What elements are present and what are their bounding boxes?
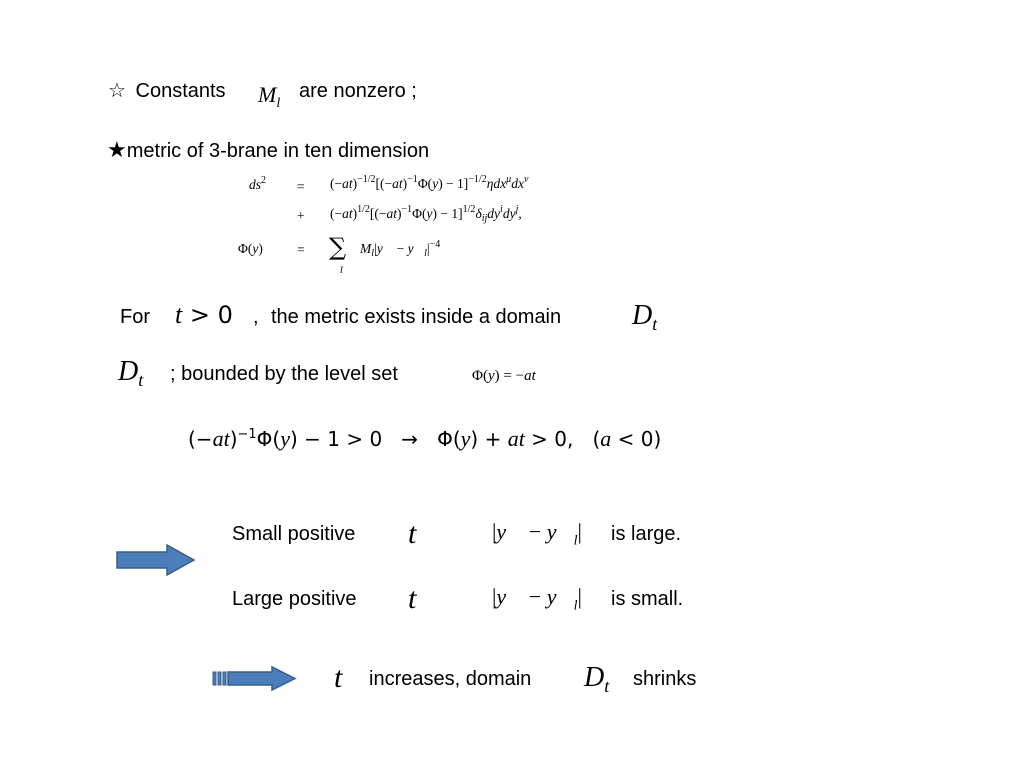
domain-text: the metric exists inside a domain: [271, 306, 562, 328]
eq3-rhs: Ml|y⃗ − y⃗l|−4: [360, 239, 441, 259]
symbol-M: M: [258, 82, 277, 107]
eq1-lhs-sup: 2: [261, 175, 267, 186]
domain-letter: D: [632, 300, 653, 331]
shrinks-text: shrinks: [633, 668, 697, 690]
increases-text: increases, domain: [369, 668, 532, 690]
var-t-large: t: [408, 582, 417, 615]
condition-t-gt-0: t > 0: [175, 300, 233, 329]
domain-letter: D: [584, 662, 605, 693]
var-t-conclusion: t: [334, 661, 343, 694]
is-large-text: is large.: [611, 523, 682, 545]
sum-index-text: l: [340, 265, 343, 276]
domain-D-t-3: Dt: [584, 662, 610, 696]
eq1-lhs-text: ds: [249, 177, 262, 192]
bounded-text: ; bounded by the level set: [170, 363, 398, 385]
constants-label: Constants: [135, 80, 226, 102]
domain-letter: D: [118, 356, 139, 387]
distance-expr-2: |y⃗ − y⃗l|: [492, 584, 582, 614]
eq1-op: =: [297, 179, 305, 194]
domain-sub: t: [604, 676, 610, 696]
symbol-M-l: Ml: [258, 84, 280, 111]
large-positive-label: Large positive: [232, 588, 357, 610]
sum-index: l: [340, 266, 343, 276]
filled-star-icon: ★: [107, 137, 127, 162]
nonzero-label: are nonzero ;: [299, 80, 417, 102]
symbol-sub-l: l: [276, 96, 281, 111]
distance-expr-1: |y⃗ − y⃗l|: [492, 519, 582, 549]
domain-D-t-2: Dt: [118, 356, 144, 390]
striped-right-arrow-icon: [212, 665, 297, 692]
inequality-line: (−at)−1Φ(y) − 1 > 0 → Φ(y) + at > 0, (a …: [188, 426, 662, 451]
eq2-rhs: (−at)1/2[(−at)−1Φ(y) − 1]1/2δijdyidyj,: [330, 204, 522, 224]
small-positive-label: Small positive: [232, 523, 356, 545]
eq3-op: =: [297, 242, 305, 257]
right-arrow-icon: [116, 543, 196, 577]
eq1-lhs: ds2: [249, 175, 267, 192]
metric-title-text: metric of 3-brane in ten dimension: [126, 140, 430, 162]
is-small-text: is small.: [611, 588, 684, 610]
line-metric-title: ★metric of 3-brane in ten dimension: [107, 137, 430, 162]
var-t-small: t: [408, 517, 417, 550]
eq3-lhs: Φ(y): [238, 241, 263, 256]
eq2-op: +: [297, 208, 305, 223]
line-constants: ☆ Constants: [108, 81, 226, 101]
domain-D-t-1: Dt: [632, 300, 658, 334]
comma: ,: [253, 306, 259, 328]
for-label: For: [120, 306, 150, 328]
domain-sub: t: [652, 314, 658, 334]
summation-icon: ∑: [329, 233, 347, 261]
domain-sub: t: [138, 370, 144, 390]
outline-star-icon: ☆: [108, 80, 126, 102]
eq1-rhs: (−at)−1/2[(−at)−1Φ(y) − 1]−1/2ηdxμdxν: [330, 174, 529, 191]
level-set: Φ(y) = −at: [472, 368, 536, 384]
